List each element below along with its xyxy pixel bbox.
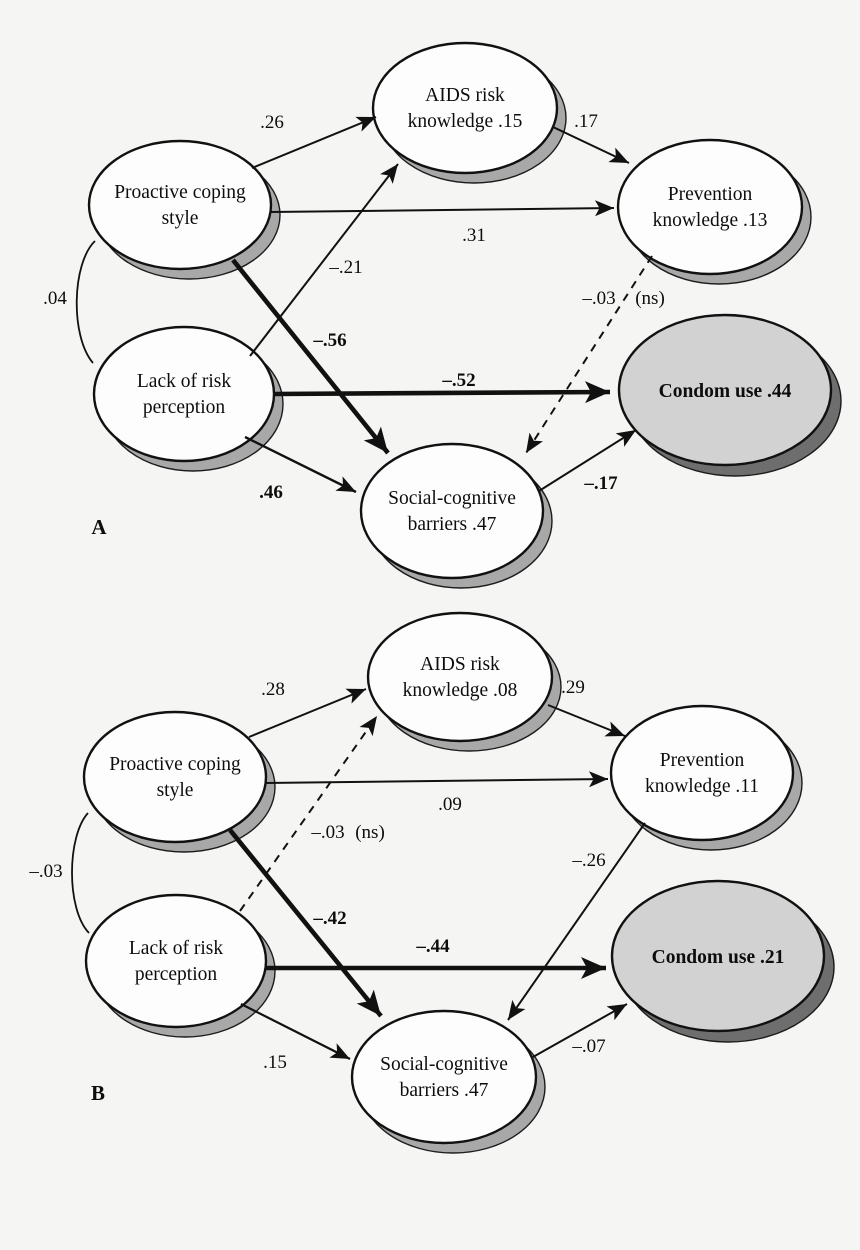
b-edge-proactive-to-barriers <box>228 828 383 1018</box>
a-label-aids-prevention: .17 <box>574 111 598 132</box>
a-node-aids-ellipse <box>371 41 559 175</box>
a-label-lack-barriers: .46 <box>259 482 283 503</box>
b-node-barriers-ellipse <box>350 1009 538 1145</box>
b-label-prevention-barriers: –.26 <box>571 850 605 871</box>
b-node-barriers: Social-cognitive barriers .47 <box>350 1009 546 1154</box>
b-node-proactive-ellipse <box>82 710 268 844</box>
a-node-lack-label-line1: Lack of risk <box>137 371 231 392</box>
a-label-proactive-aids: .26 <box>260 112 284 133</box>
b-edge-aids-to-prevention <box>547 704 626 737</box>
b-label-lack-aids: –.03 <box>310 822 344 843</box>
a-label-prevention-barriers: –.03 <box>581 288 615 309</box>
a-edge-proactive-to-aids <box>251 116 377 169</box>
b-node-lack: Lack of risk perception <box>84 893 276 1038</box>
b-edge-lack-to-barriers <box>240 1003 351 1060</box>
a-node-barriers-ellipse <box>359 442 545 580</box>
b-label-proactive-prevention: .09 <box>438 794 462 815</box>
a-edge-lack-to-barriers <box>244 435 357 494</box>
b-label-proactive-aids: .28 <box>261 679 285 700</box>
a-node-lack-ellipse <box>92 325 276 463</box>
a-edge-aids-to-prevention <box>552 126 630 164</box>
b-node-barriers-label-line1: Social-cognitive <box>380 1054 508 1075</box>
b-node-proactive: Proactive coping style <box>82 710 276 853</box>
panel-b-letter: B <box>91 1081 105 1105</box>
b-node-aids-label-line1: AIDS risk <box>420 654 500 675</box>
b-node-condom-ellipse <box>610 879 826 1033</box>
a-label-covariance: .04 <box>43 288 67 309</box>
a-node-barriers-label-line2: barriers .47 <box>408 514 497 535</box>
b-label-aids-prevention: .29 <box>561 677 585 698</box>
a-label-barriers-condom: –.17 <box>583 473 618 494</box>
a-node-lack: Lack of risk perception <box>92 325 284 472</box>
b-label-lack-barriers: .15 <box>263 1052 287 1073</box>
a-edge-lack-to-condom <box>272 381 611 404</box>
b-node-aids-label-line2: knowledge .08 <box>403 680 518 701</box>
a-node-aids: AIDS risk knowledge .15 <box>371 41 567 184</box>
b-node-lack-ellipse <box>84 893 268 1029</box>
b-covariance-curve <box>71 812 90 934</box>
a-node-prevention-label-line2: knowledge .13 <box>653 210 768 231</box>
b-node-lack-label-line1: Lack of risk <box>129 938 223 959</box>
b-edge-proactive-to-aids <box>248 688 367 738</box>
panel-a-letter: A <box>91 515 107 539</box>
a-label-prevention-barriers-ns: (ns) <box>635 288 665 309</box>
b-label-lack-condom: –.44 <box>415 936 450 957</box>
b-node-condom: Condom use .21 <box>610 879 835 1043</box>
a-label-proactive-prevention: .31 <box>462 225 486 246</box>
b-node-prevention-ellipse <box>609 704 795 842</box>
a-label-proactive-barriers: –.56 <box>312 330 346 351</box>
a-node-proactive: Proactive coping style <box>87 139 281 280</box>
panel-b: Proactive coping style Lack of risk perc… <box>28 611 835 1154</box>
a-edge-proactive-to-barriers <box>231 258 390 455</box>
b-edge-barriers-to-condom <box>532 1003 628 1058</box>
b-node-prevention-label-line1: Prevention <box>660 750 745 771</box>
b-edge-lack-to-aids <box>239 715 378 912</box>
a-node-barriers-label-line1: Social-cognitive <box>388 488 516 509</box>
a-node-condom: Condom use .44 <box>617 313 842 477</box>
b-node-barriers-label-line2: barriers .47 <box>400 1080 489 1101</box>
b-label-proactive-barriers: –.42 <box>312 908 346 929</box>
a-node-condom-label: Condom use .44 <box>659 381 792 402</box>
a-edge-proactive-to-prevention <box>269 200 615 217</box>
a-node-prevention-label-line1: Prevention <box>668 184 753 205</box>
b-node-aids: AIDS risk knowledge .08 <box>366 611 562 752</box>
a-edge-lack-to-aids <box>249 163 399 357</box>
a-label-lack-aids: –.21 <box>328 257 362 278</box>
b-label-lack-aids-ns: (ns) <box>355 822 385 843</box>
b-edge-prevention-to-barriers <box>507 822 646 1021</box>
b-node-aids-ellipse <box>366 611 554 743</box>
b-edge-proactive-to-prevention <box>264 771 609 788</box>
a-node-proactive-label-line2: style <box>162 208 199 229</box>
a-node-aids-label-line1: AIDS risk <box>425 85 505 106</box>
a-node-aids-label-line2: knowledge .15 <box>408 111 523 132</box>
b-label-covariance: –.03 <box>28 861 62 882</box>
a-label-lack-condom: –.52 <box>441 370 475 391</box>
a-covariance-curve <box>75 240 96 364</box>
a-node-barriers: Social-cognitive barriers .47 <box>359 442 553 589</box>
panel-a: Proactive coping style Lack of risk perc… <box>43 41 842 589</box>
a-node-prevention-ellipse <box>616 138 804 276</box>
b-node-condom-label: Condom use .21 <box>652 947 785 968</box>
b-label-barriers-condom: –.07 <box>571 1036 605 1057</box>
b-node-proactive-label-line1: Proactive coping <box>109 754 241 775</box>
a-node-proactive-label-line1: Proactive coping <box>114 182 246 203</box>
a-node-prevention: Prevention knowledge .13 <box>616 138 812 285</box>
b-node-proactive-label-line2: style <box>157 780 194 801</box>
a-node-lack-label-line2: perception <box>143 397 226 418</box>
b-node-prevention-label-line2: knowledge .11 <box>645 776 759 797</box>
a-edge-barriers-to-condom <box>538 429 637 492</box>
a-node-proactive-ellipse <box>87 139 273 271</box>
b-node-lack-label-line2: perception <box>135 964 218 985</box>
b-node-prevention: Prevention knowledge .11 <box>609 704 803 851</box>
a-node-condom-ellipse <box>617 313 833 467</box>
